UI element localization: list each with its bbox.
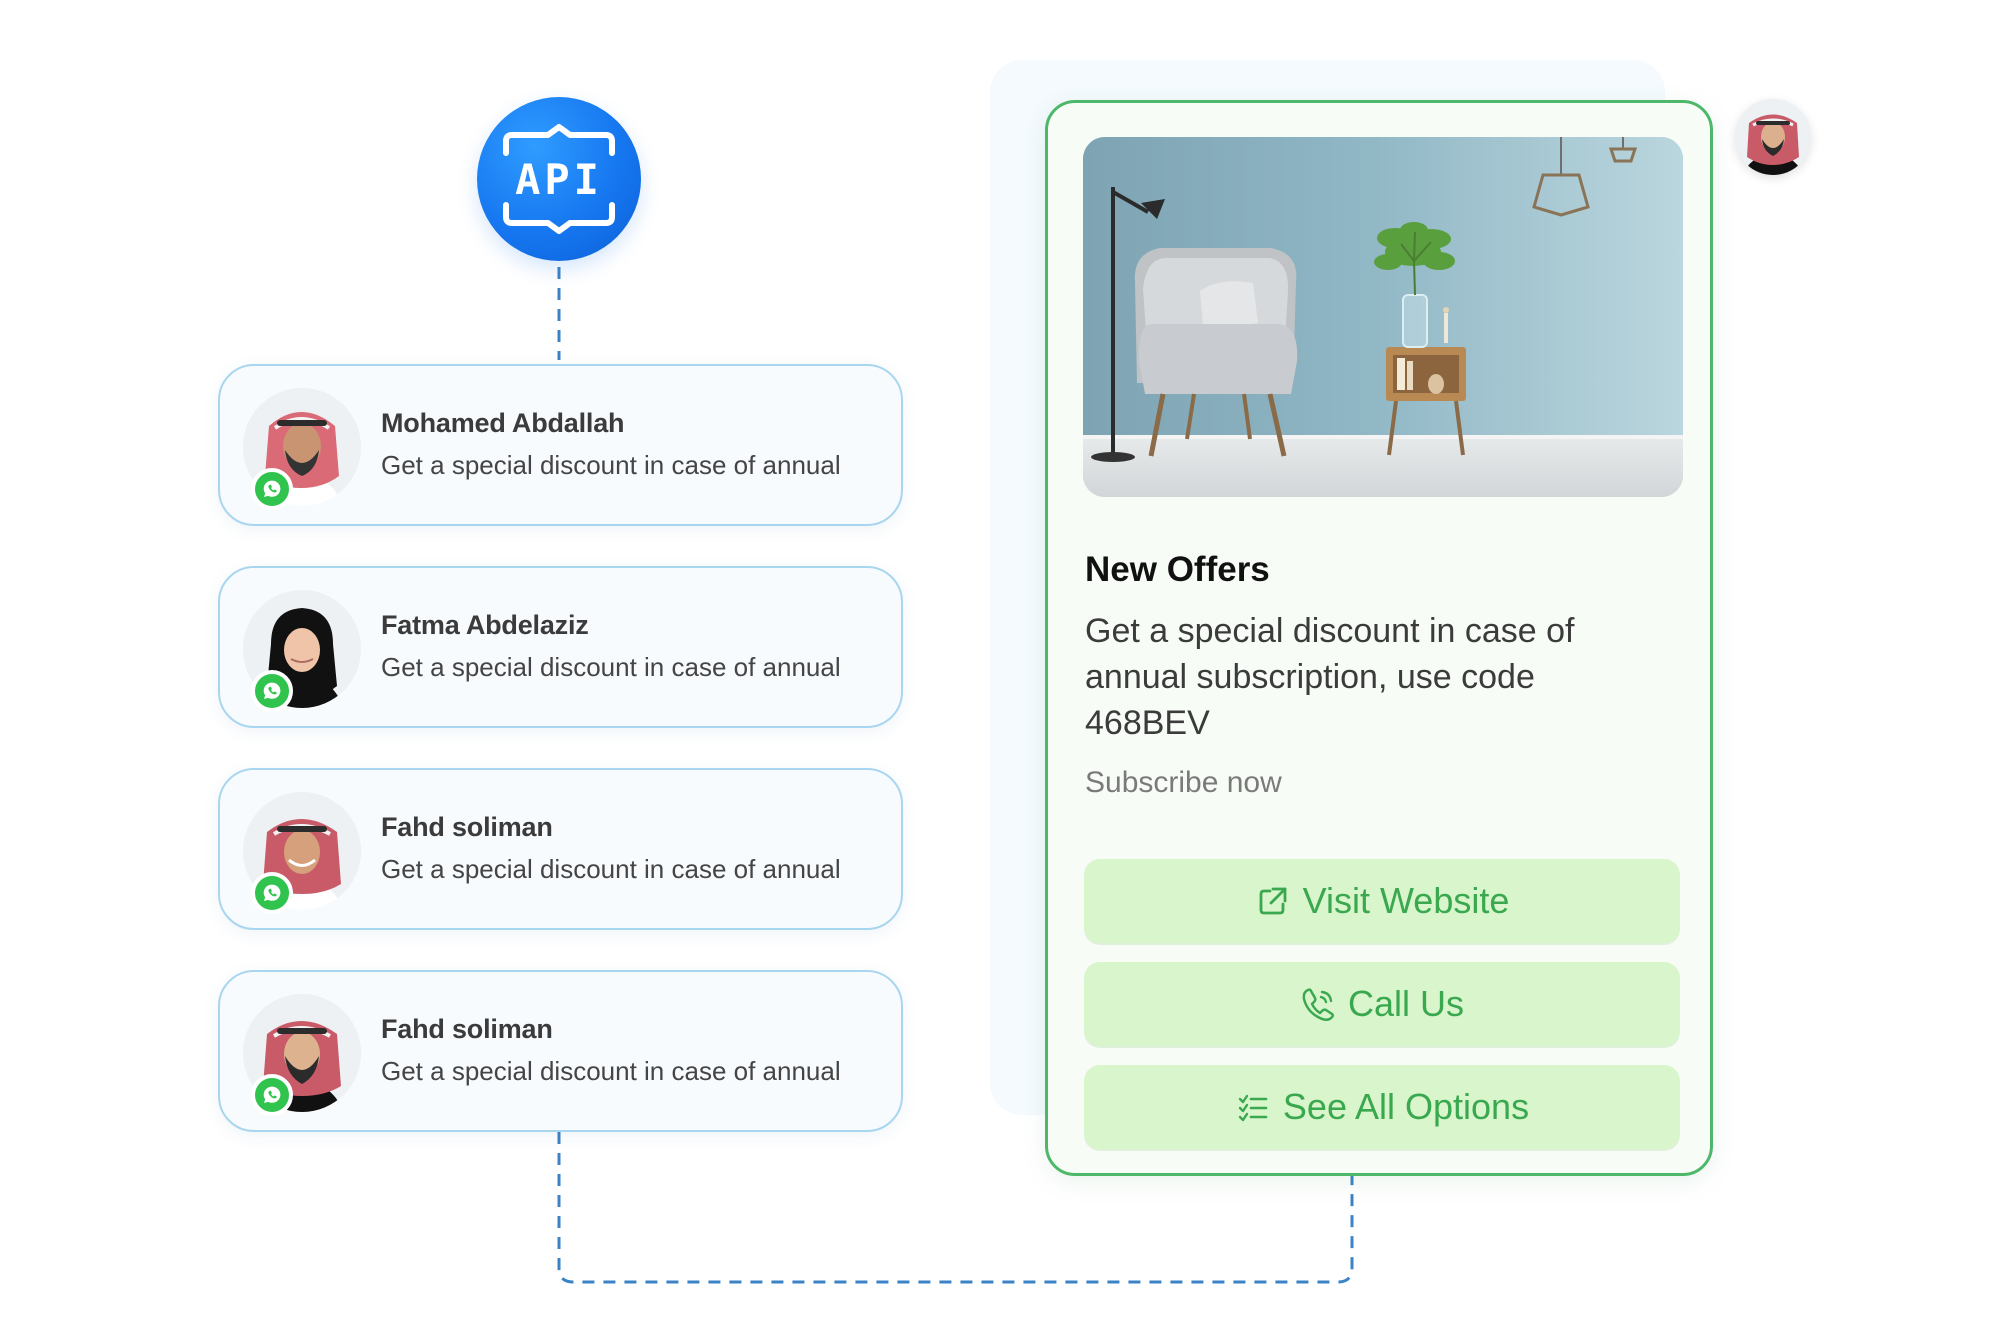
- list-icon: [1235, 1089, 1271, 1125]
- contact-card[interactable]: Fahd soliman Get a special discount in c…: [218, 970, 903, 1132]
- see-all-options-button[interactable]: See All Options: [1084, 1065, 1680, 1149]
- contact-name: Mohamed Abdallah: [381, 408, 625, 438]
- contact-card[interactable]: Fahd soliman Get a special discount in c…: [218, 768, 903, 930]
- offer-image: [1083, 137, 1683, 497]
- api-label: API: [515, 155, 603, 204]
- whatsapp-icon: [251, 1074, 293, 1116]
- external-link-icon: [1255, 883, 1291, 919]
- offer-title: New Offers: [1085, 550, 1270, 589]
- call-us-button[interactable]: Call Us: [1084, 962, 1680, 1046]
- sender-avatar: [1735, 99, 1811, 175]
- offer-footer: Subscribe now: [1085, 766, 1282, 799]
- contact-name: Fahd soliman: [381, 812, 553, 842]
- phone-icon: [1300, 986, 1336, 1022]
- see-all-options-label: See All Options: [1282, 1086, 1530, 1127]
- contact-avatar: [243, 590, 361, 708]
- offer-body: Get a special discount in case of annual…: [1085, 612, 1575, 742]
- whatsapp-icon: [251, 468, 293, 510]
- contact-message: Get a special discount in case of annual: [381, 854, 841, 884]
- call-us-label: Call Us: [1347, 983, 1464, 1024]
- whatsapp-icon: [251, 670, 293, 712]
- api-icon: API: [503, 124, 615, 234]
- api-badge: API: [477, 97, 641, 261]
- visit-website-button[interactable]: Visit Website: [1084, 859, 1680, 943]
- contact-message: Get a special discount in case of annual: [381, 1056, 841, 1086]
- contact-card[interactable]: Fatma Abdelaziz Get a special discount i…: [218, 566, 903, 728]
- contact-name: Fahd soliman: [381, 1014, 553, 1044]
- offer-card: New Offers Get a special discount in cas…: [1045, 100, 1713, 1176]
- contact-card[interactable]: Mohamed Abdallah Get a special discount …: [218, 364, 903, 526]
- visit-website-label: Visit Website: [1302, 880, 1510, 921]
- contact-message: Get a special discount in case of annual: [381, 652, 841, 682]
- contact-name: Fatma Abdelaziz: [381, 610, 589, 640]
- whatsapp-icon: [251, 872, 293, 914]
- contact-message: Get a special discount in case of annual: [381, 450, 841, 480]
